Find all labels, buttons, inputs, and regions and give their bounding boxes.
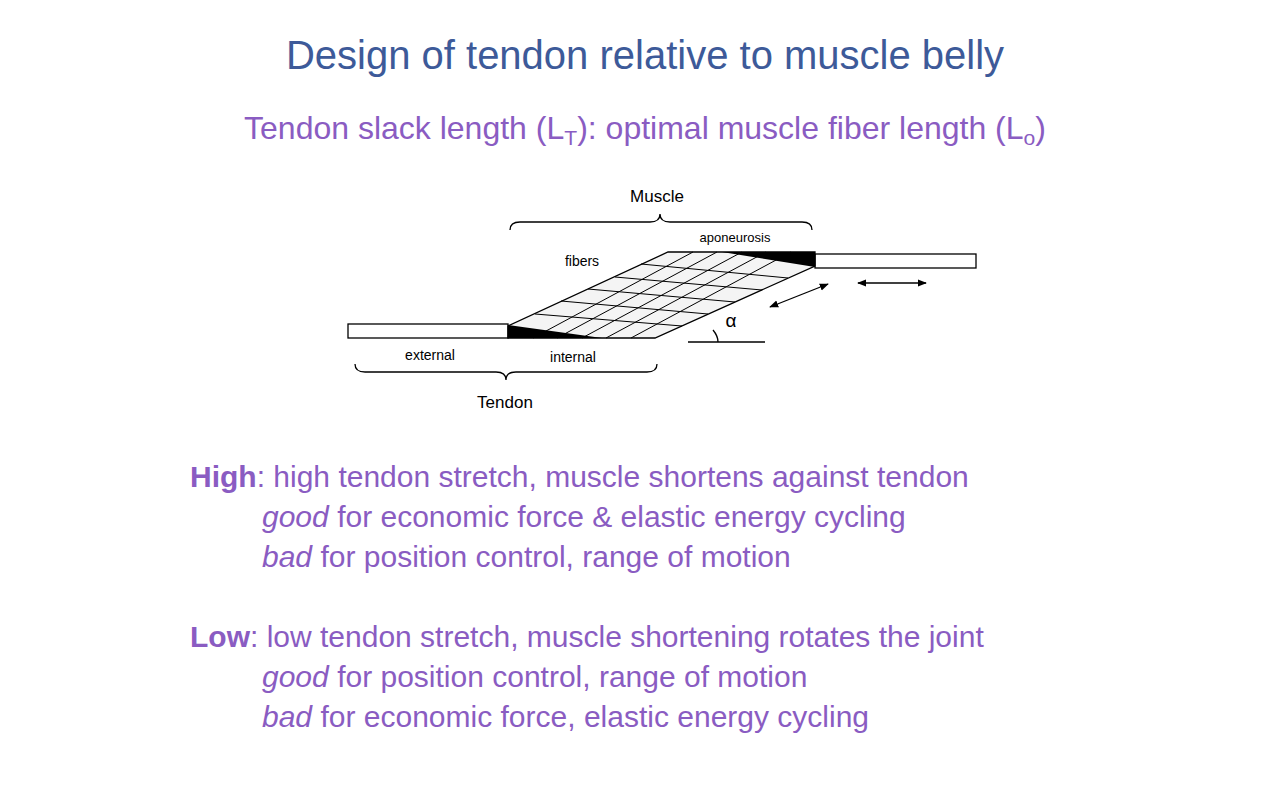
part-label: external [405, 347, 455, 363]
low-row: Low: low tendon stretch, muscle shorteni… [190, 620, 984, 655]
high-row: High: high tendon stretch, muscle shorte… [190, 460, 969, 495]
part-label: fibers [565, 253, 599, 269]
cross-line [588, 289, 735, 302]
body-text: ) [1035, 110, 1046, 146]
subtitle-row: Tendon slack length (LT): optimal muscle… [244, 110, 1046, 150]
fiber-line [582, 252, 742, 338]
cross-line [641, 264, 788, 278]
muscle-belly [508, 252, 815, 338]
fiber-line [606, 252, 766, 338]
part-label: Muscle [630, 187, 684, 207]
angle-baseline [688, 341, 765, 342]
heading-word: Low [190, 620, 250, 653]
part-label: Tendon [477, 393, 533, 413]
fiber-line [533, 252, 693, 338]
fiber-arrow [770, 284, 828, 307]
body-text: for position control, range of motion [320, 540, 790, 573]
body-text: for economic force, elastic energy cycli… [320, 700, 869, 733]
angle-symbol: α [726, 310, 737, 332]
low-bad-row: badfor economic force, elastic energy cy… [262, 700, 869, 735]
aponeurosis-wedge [722, 252, 815, 267]
body-text: Tendon slack length (L [244, 110, 564, 146]
body-text: o [1024, 126, 1036, 149]
body-text: : low tendon stretch, muscle shortening … [250, 620, 984, 653]
heading-word: High [190, 460, 257, 493]
external-tendon [348, 324, 508, 338]
body-text: for economic force & elastic energy cycl… [337, 500, 906, 533]
part-label: aponeurosis [700, 231, 771, 246]
cross-line [561, 301, 708, 314]
cross-line [535, 314, 682, 326]
internal-tendon-wedge [508, 325, 602, 338]
high-good-row: goodfor economic force & elastic energy … [262, 500, 906, 535]
emphasis-word: bad [262, 540, 312, 573]
slide-title: Design of tendon relative to muscle bell… [286, 32, 1004, 78]
low-good-row: goodfor position control, range of motio… [262, 660, 807, 695]
upper-tendon [815, 254, 976, 268]
emphasis-word: good [262, 500, 329, 533]
body-text: ): optimal muscle fiber length (L [577, 110, 1023, 146]
tendon-arrow [858, 282, 926, 283]
fiber-hatching [533, 252, 791, 338]
cross-line [615, 277, 762, 290]
body-text: : high tendon stretch, muscle shortens a… [257, 460, 969, 493]
angle-arc [713, 330, 718, 342]
fiber-line [557, 252, 717, 338]
emphasis-word: bad [262, 700, 312, 733]
muscle-brace [510, 214, 812, 230]
high-bad-row: badfor position control, range of motion [262, 540, 791, 575]
tendon-brace [355, 364, 657, 380]
body-text: for position control, range of motion [337, 660, 807, 693]
emphasis-word: good [262, 660, 329, 693]
part-label: internal [550, 349, 596, 365]
body-text: T [564, 126, 577, 149]
